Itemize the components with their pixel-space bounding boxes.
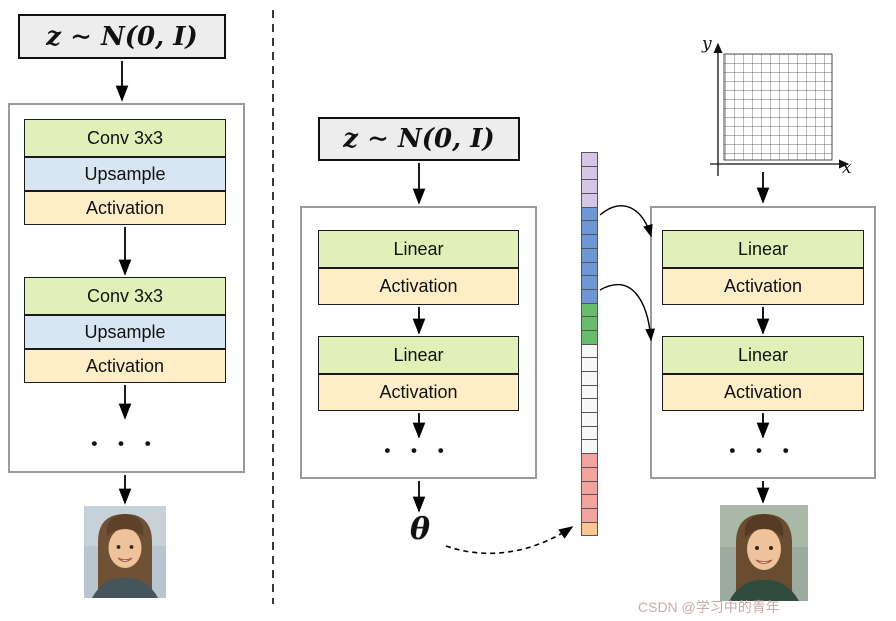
vector-cell <box>581 507 598 523</box>
linear-block: Linear <box>662 336 864 374</box>
face-photo-illustration <box>720 505 808 601</box>
vector-cell <box>581 453 598 468</box>
vector-cell <box>581 329 598 345</box>
vector-cell <box>581 384 598 400</box>
vector-cell <box>581 193 598 208</box>
activation-block: Activation <box>318 268 519 305</box>
block-label: Conv 3x3 <box>86 285 164 306</box>
vector-cell <box>581 439 598 455</box>
block-label: Activation <box>723 276 803 296</box>
conv-block: Conv 3x3 <box>24 119 226 157</box>
vector-cell <box>581 316 598 331</box>
vector-cell <box>581 288 598 304</box>
y-axis-label: y <box>702 34 712 54</box>
vector-cell <box>581 275 598 290</box>
latent-z-label-left: z ∼ N(0, I) <box>46 21 198 52</box>
block-label: Activation <box>85 197 165 218</box>
block-label: Conv 3x3 <box>86 127 164 148</box>
vector-cell <box>581 398 598 414</box>
activation-block: Activation <box>662 374 864 411</box>
vector-cell <box>581 220 598 236</box>
block-label: Activation <box>723 382 803 402</box>
grid-area <box>723 53 833 161</box>
feature-vector <box>581 152 598 537</box>
arrow-vector-to-linear2 <box>599 284 655 342</box>
block-label: Linear <box>393 344 444 365</box>
latent-z-box-middle: z ∼ N(0, I) <box>318 117 520 161</box>
generated-face-right <box>720 505 808 601</box>
ellipsis-dots: • • • <box>729 441 797 460</box>
vector-cell <box>581 357 598 372</box>
vector-cell <box>581 494 598 509</box>
vector-cell <box>581 371 598 386</box>
ellipsis-dots: • • • <box>384 441 452 460</box>
linear-block: Linear <box>662 230 864 268</box>
vector-cell <box>581 480 598 496</box>
vector-cell <box>581 521 598 537</box>
vector-cell <box>581 412 598 427</box>
vector-cell <box>581 343 598 359</box>
theta-parameters-label: θ <box>409 512 430 547</box>
block-label: Activation <box>85 355 165 376</box>
x-axis-label: x <box>842 158 852 178</box>
activation-block: Activation <box>662 268 864 305</box>
latent-z-label-middle: z ∼ N(0, I) <box>343 124 495 154</box>
vector-cell <box>581 206 598 222</box>
vector-cell <box>581 425 598 441</box>
linear-block: Linear <box>318 230 519 268</box>
latent-z-box-left: z ∼ N(0, I) <box>18 14 226 59</box>
upsample-block: Upsample <box>24 315 226 349</box>
activation-block: Activation <box>24 349 226 383</box>
linear-block: Linear <box>318 336 519 374</box>
coordinate-grid-plot <box>710 42 850 176</box>
block-label: Upsample <box>84 163 166 184</box>
vector-cell <box>581 179 598 195</box>
generated-face-left <box>84 506 166 598</box>
vector-cell <box>581 247 598 263</box>
ellipsis-dots: • • • <box>91 434 159 453</box>
block-label: Linear <box>393 238 444 259</box>
upsample-block: Upsample <box>24 157 226 191</box>
coordinate-grid <box>698 36 856 186</box>
block-label: Linear <box>737 238 789 259</box>
arrow-theta-to-vector <box>445 526 574 555</box>
conv-block: Conv 3x3 <box>24 277 226 315</box>
block-label: Upsample <box>84 321 166 342</box>
vector-cell <box>581 302 598 318</box>
vector-cell <box>581 234 598 249</box>
block-label: Activation <box>379 382 458 402</box>
face-photo-illustration <box>84 506 166 598</box>
vector-cell <box>581 261 598 277</box>
activation-block: Activation <box>318 374 519 411</box>
block-label: Linear <box>737 344 789 365</box>
vector-cell <box>581 466 598 482</box>
block-label: Activation <box>379 276 458 296</box>
arrow-vector-to-linear1 <box>599 205 653 238</box>
activation-block: Activation <box>24 191 226 225</box>
vector-cell <box>581 165 598 181</box>
csdn-watermark: CSDN @学习中的青年 <box>638 599 780 615</box>
vector-cell <box>581 152 598 167</box>
